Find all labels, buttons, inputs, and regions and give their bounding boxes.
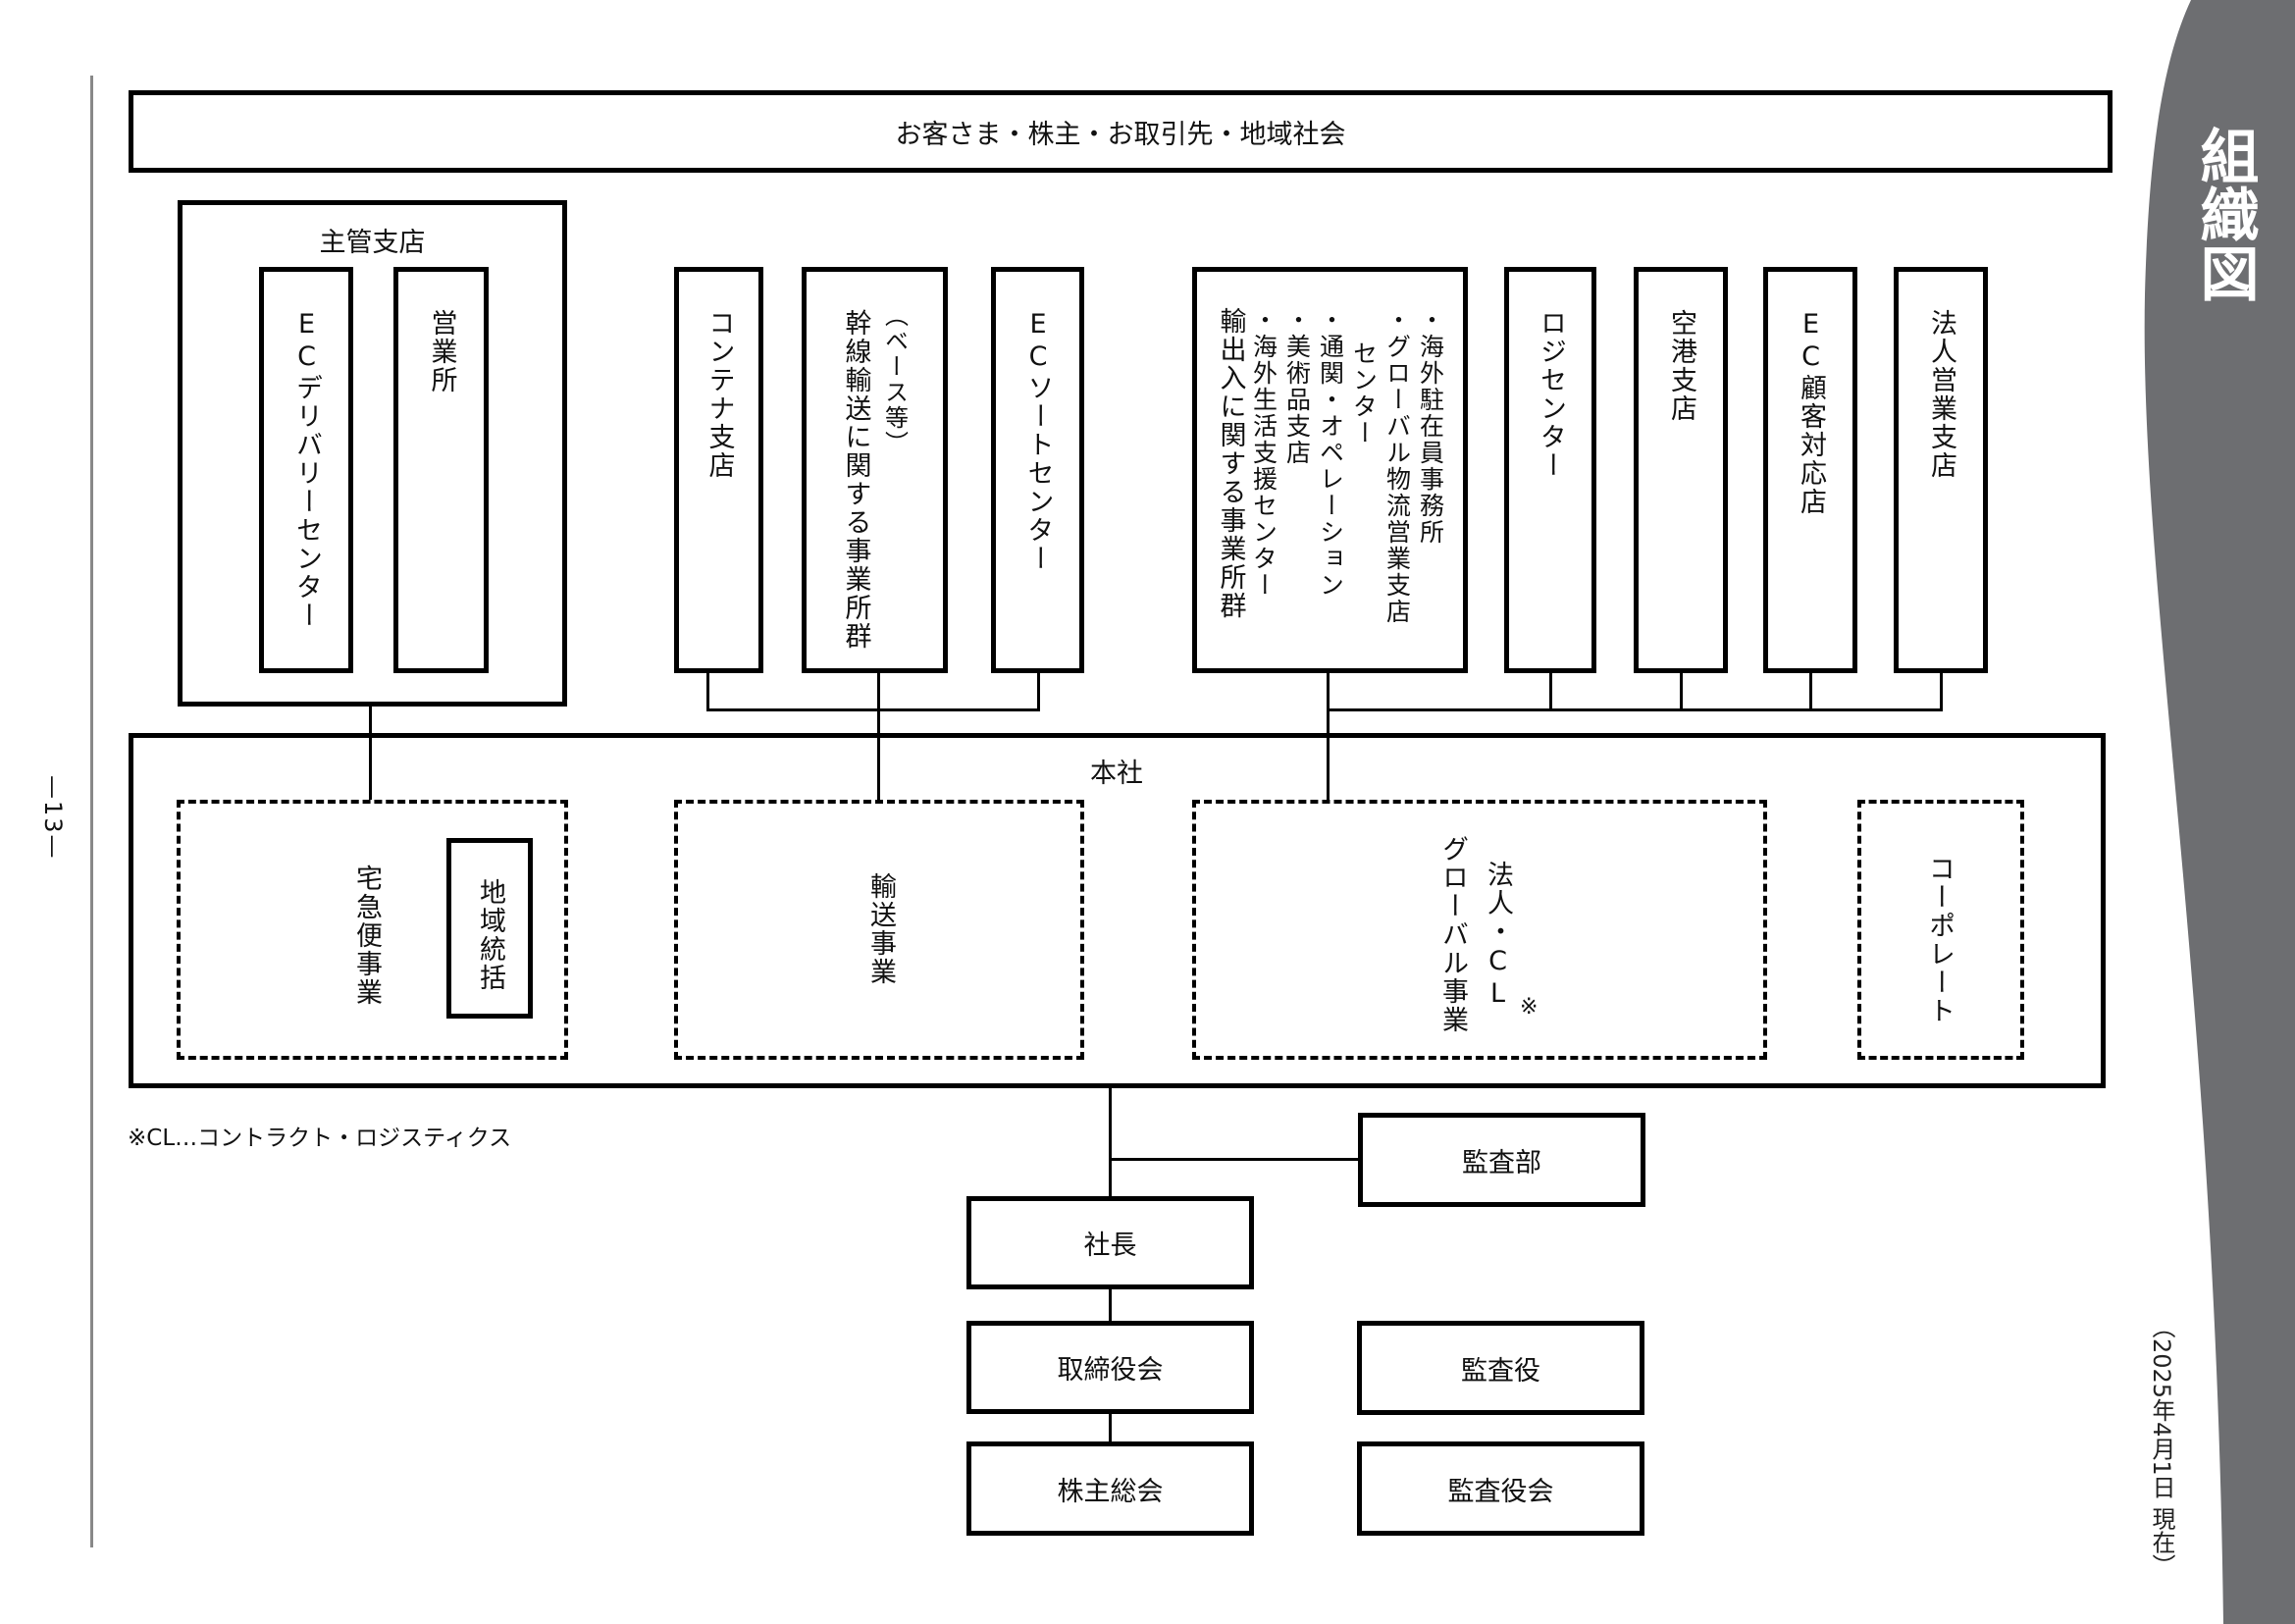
president-box: 社長 [966, 1196, 1254, 1289]
sales-office-label: 営業所 [426, 309, 457, 394]
connector [1109, 1158, 1360, 1161]
trunk-transport-box: 幹線輸送に関する事業所群 （ベース等） [802, 267, 948, 673]
import-export-item: センター [1349, 341, 1379, 446]
president-label: 社長 [1083, 1231, 1137, 1261]
import-export-box: 輸出入に関する事業所群 ・海外生活支援センター ・美術品支店 ・通関・オペレーシ… [1192, 267, 1468, 673]
side-tab-shape [2144, 0, 2295, 1624]
connector [1109, 1086, 1112, 1518]
audit-dept-label: 監査部 [1462, 1147, 1541, 1179]
regional-hq-box: 地域統括 [446, 838, 533, 1019]
branch-group-box: 主管支店 [178, 200, 567, 707]
board-box: 取締役会 [966, 1321, 1254, 1414]
ec-customer-label: EC顧客対応店 [1796, 309, 1826, 516]
footnote-mark: ※ [1520, 995, 1539, 1020]
headquarters-title: 本社 [1090, 759, 1143, 789]
delivery-division: 宅急便事業 [177, 800, 568, 1060]
import-export-title: 輸出入に関する事業所群 [1215, 307, 1246, 620]
logi-center-box: ロジセンター [1504, 267, 1596, 673]
page-number: —13— [39, 775, 67, 861]
global-division: グローバル事業 法人・CL ※ [1192, 800, 1767, 1060]
footnote: ※CL…コントラクト・ロジスティクス [128, 1126, 512, 1151]
audit-board-label: 監査役会 [1447, 1476, 1554, 1507]
import-export-item: ・グローバル物流営業支店 [1382, 307, 1412, 625]
corporate-sales-box: 法人営業支店 [1894, 267, 1988, 673]
stakeholders-label: お客さま・株主・お取引先・地域社会 [895, 119, 1346, 150]
stakeholders-box: お客さま・株主・お取引先・地域社会 [129, 90, 2112, 173]
ec-delivery-center-box: ECデリバリーセンター [259, 267, 353, 673]
connector [1680, 672, 1683, 711]
regional-hq-label: 地域統括 [475, 878, 505, 992]
transport-division: 輸送事業 [674, 800, 1084, 1060]
airport-branch-box: 空港支店 [1634, 267, 1728, 673]
connector [1940, 672, 1943, 711]
sales-office-box: 営業所 [393, 267, 489, 673]
connector [369, 706, 372, 800]
import-export-item: ・美術品支店 [1282, 307, 1312, 466]
import-export-item: ・海外生活支援センター [1249, 307, 1278, 599]
ec-sort-center-label: ECソートセンター [1022, 309, 1054, 573]
connector [1549, 672, 1552, 711]
connector [1327, 708, 1943, 711]
connector [706, 708, 1040, 711]
auditor-label: 監査役 [1461, 1355, 1540, 1387]
global-division-label: グローバル事業 [1437, 835, 1468, 1034]
trunk-transport-note: （ベース等） [880, 303, 909, 456]
global-division-sublabel: 法人・CL [1483, 861, 1513, 1011]
audit-board-box: 監査役会 [1357, 1441, 1644, 1536]
import-export-item: ・海外駐在員事務所 [1416, 307, 1445, 546]
ec-customer-box: EC顧客対応店 [1763, 267, 1857, 673]
connector [1037, 672, 1040, 711]
transport-division-label: 輸送事業 [865, 872, 896, 986]
audit-dept-box: 監査部 [1358, 1113, 1645, 1207]
trunk-transport-label: 幹線輸送に関する事業所群 [840, 309, 871, 651]
corporate-sales-label: 法人営業支店 [1926, 309, 1956, 480]
headquarters-box: 本社 [129, 733, 2106, 1088]
ec-delivery-center-label: ECデリバリーセンター [291, 309, 322, 630]
side-tab-title: 組織図 [2190, 126, 2259, 302]
shareholders-meeting-label: 株主総会 [1057, 1476, 1164, 1507]
auditor-box: 監査役 [1357, 1321, 1644, 1415]
ec-sort-center-box: ECソートセンター [991, 267, 1084, 673]
airport-branch-label: 空港支店 [1666, 309, 1696, 423]
corporate-division-label: コーポレート [1924, 855, 1955, 1025]
connector [1809, 672, 1812, 711]
connector [706, 672, 709, 711]
container-branch-box: コンテナ支店 [674, 267, 763, 673]
import-export-item: ・通関・オペレーション [1316, 307, 1345, 599]
logi-center-label: ロジセンター [1536, 309, 1566, 480]
corporate-division: コーポレート [1857, 800, 2024, 1060]
delivery-division-label: 宅急便事業 [351, 864, 382, 1007]
board-label: 取締役会 [1057, 1355, 1164, 1386]
branch-group-title: 主管支店 [319, 228, 426, 258]
margin-rule [90, 76, 93, 1547]
shareholders-meeting-box: 株主総会 [966, 1441, 1254, 1536]
as-of-date: （2025年4月1日 現在） [2148, 1315, 2175, 1578]
container-branch-label: コンテナ支店 [704, 309, 735, 480]
